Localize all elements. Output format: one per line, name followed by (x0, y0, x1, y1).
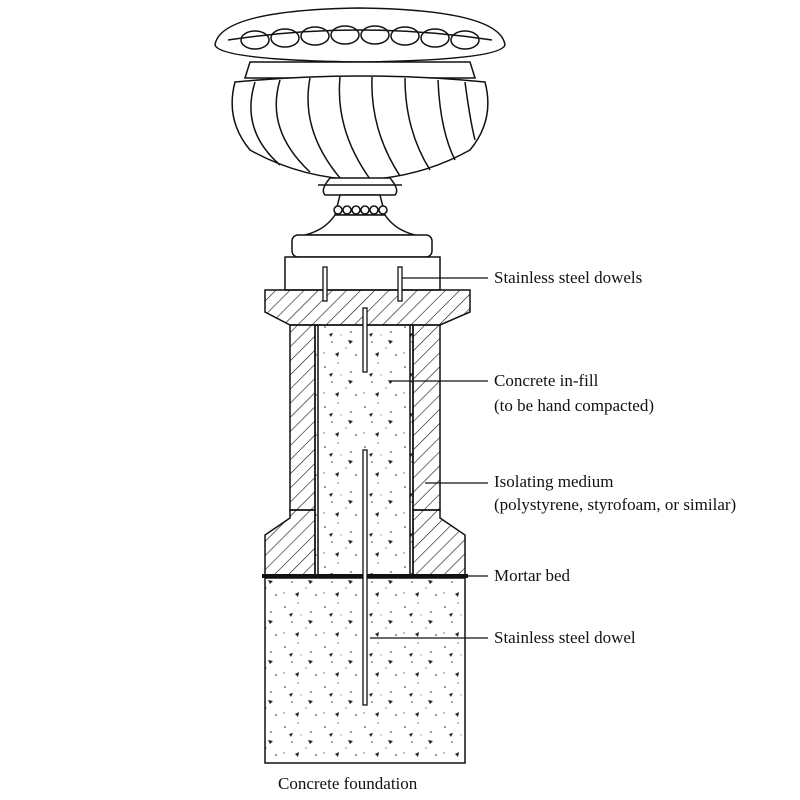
label-dowels: Stainless steel dowels (494, 268, 643, 287)
shaft-wall-left (289, 324, 316, 511)
label-foundation: Concrete foundation (278, 774, 418, 793)
urn (214, 7, 506, 258)
pedestal-base-right (412, 509, 466, 576)
label-isolating-note: (polystyrene, styrofoam, or similar) (494, 495, 737, 514)
label-infill: Concrete in-fill (494, 371, 599, 390)
label-dowel: Stainless steel dowel (494, 628, 636, 647)
leader-lines (370, 277, 488, 639)
dowels (322, 266, 403, 706)
label-mortar: Mortar bed (494, 566, 571, 585)
pedestal-base-left (264, 509, 316, 576)
shaft-wall-right (412, 324, 441, 511)
label-isolating: Isolating medium (494, 472, 614, 491)
plinth-block (284, 256, 441, 291)
label-infill-note: (to be hand compacted) (494, 396, 655, 415)
